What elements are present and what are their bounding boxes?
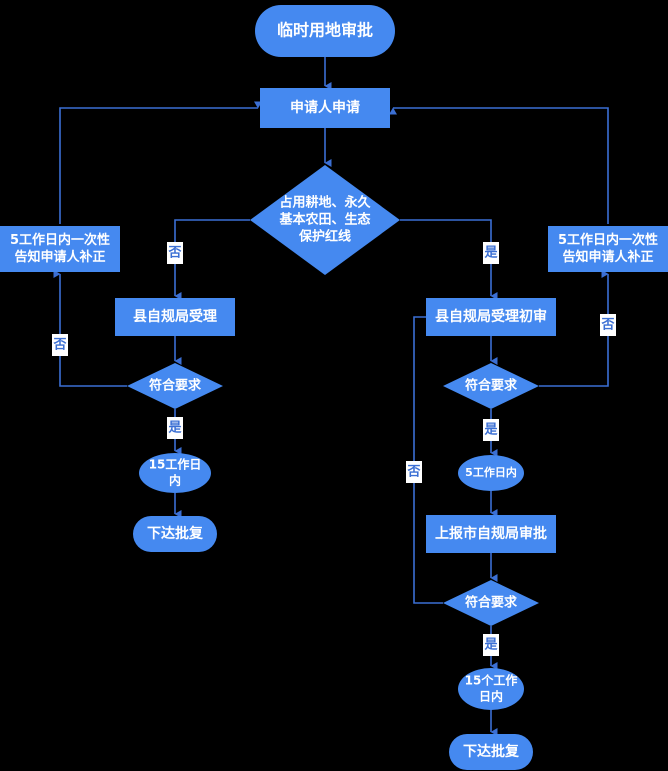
node-shape-reply_l	[133, 516, 217, 552]
node-shape-check_l	[127, 363, 223, 409]
node-accept_r[interactable]: 县自规局受理初审	[426, 298, 556, 336]
node-apply[interactable]: 申请人申请	[260, 88, 390, 128]
node-label-apply: 申请人申请	[290, 99, 360, 116]
edge-label-check_city-to-days15_r: 是	[483, 634, 499, 656]
edge-label-text: 否	[600, 318, 614, 333]
edge-left_notify-to-apply	[59, 101, 262, 224]
node-shape-left_notify	[0, 226, 120, 272]
node-label-decide1: 保护红线	[298, 229, 351, 245]
node-check_city[interactable]: 符合要求	[443, 580, 539, 626]
edge-label-decide1-to-accept_r: 是	[483, 242, 499, 264]
edge-check_l-to-left_notify	[53, 270, 127, 387]
node-shape-apply	[260, 88, 390, 128]
node-reply_l[interactable]: 下达批复	[133, 516, 217, 552]
node-label-left_notify: 告知申请人补正	[14, 249, 105, 265]
edge-decide1-to-accept_l	[174, 219, 250, 300]
node-shape-report_city	[426, 515, 556, 553]
edge-decide1-to-accept_r	[400, 219, 498, 300]
edge-label-chip	[167, 242, 183, 264]
edge-check_r-to-right_notify	[539, 270, 609, 387]
edge-label-text: 是	[483, 423, 498, 438]
edge-label-chip	[483, 634, 499, 656]
node-label-accept_l: 县自规局受理	[133, 308, 217, 325]
edge-label-check_l-to-days15_l: 是	[167, 417, 183, 439]
edge-label-decide1-to-accept_l: 否	[167, 242, 183, 264]
node-label-report_city: 上报市自规局审批	[435, 525, 547, 542]
edge-label-text: 是	[167, 421, 182, 436]
node-shape-days15_l	[139, 453, 211, 493]
node-shape-accept_l	[115, 298, 235, 336]
node-days5_r[interactable]: 5工作日内	[458, 455, 524, 491]
node-shape-start	[255, 5, 395, 57]
node-label-start: 临时用地审批	[277, 21, 373, 40]
edge-label-chip	[600, 314, 616, 336]
edge-label-text: 是	[483, 246, 498, 261]
node-label-reply_l: 下达批复	[147, 525, 204, 542]
node-label-days5_r: 5工作日内	[465, 465, 517, 479]
node-label-right_notify: 5工作日内一次性	[558, 232, 658, 248]
node-shape-days5_r	[458, 455, 524, 491]
edge-check_city-to-accept_r	[413, 310, 443, 604]
node-shape-decide1	[250, 165, 400, 275]
node-label-check_r: 符合要求	[465, 378, 518, 394]
edge-label-check_r-to-right_notify: 否	[600, 314, 616, 336]
node-label-days15_l: 内	[169, 473, 181, 488]
edge-label-chip	[406, 461, 422, 483]
edge-labels-layer: 否是否否是是否是	[52, 242, 616, 656]
node-shape-days15_r	[458, 668, 524, 710]
node-label-right_notify: 告知申请人补正	[562, 249, 653, 265]
node-check_l[interactable]: 符合要求	[127, 363, 223, 409]
node-shape-accept_r	[426, 298, 556, 336]
node-shape-check_city	[443, 580, 539, 626]
node-accept_l[interactable]: 县自规局受理	[115, 298, 235, 336]
node-start[interactable]: 临时用地审批	[255, 5, 395, 57]
node-label-days15_l: 15工作日	[149, 457, 202, 472]
edges-layer	[53, 57, 609, 736]
edge-label-text: 否	[52, 338, 66, 353]
edge-label-chip	[483, 419, 499, 441]
edge-label-chip	[52, 334, 68, 356]
edge-label-check_r-to-days5_r: 是	[483, 419, 499, 441]
node-label-decide1: 基本农田、生态	[278, 212, 370, 228]
node-label-check_city: 符合要求	[465, 595, 518, 611]
node-label-decide1: 占用耕地、永久	[279, 195, 371, 211]
node-reply_r[interactable]: 下达批复	[449, 734, 533, 770]
node-report_city[interactable]: 上报市自规局审批	[426, 515, 556, 553]
node-label-reply_r: 下达批复	[463, 743, 520, 760]
edge-right_notify-to-apply	[389, 107, 609, 224]
edge-label-check_city-to-accept_r: 否	[406, 461, 422, 483]
edge-label-text: 是	[483, 638, 498, 653]
node-shape-right_notify	[548, 226, 668, 272]
edge-label-check_l-to-left_notify: 否	[52, 334, 68, 356]
node-shape-reply_r	[449, 734, 533, 770]
node-check_r[interactable]: 符合要求	[443, 363, 539, 409]
edge-label-chip	[483, 242, 499, 264]
node-label-days15_r: 15个工作	[465, 673, 518, 688]
edge-label-chip	[167, 417, 183, 439]
node-label-left_notify: 5工作日内一次性	[10, 232, 110, 248]
node-label-days15_r: 日内	[479, 689, 503, 704]
node-label-accept_r: 县自规局受理初审	[435, 308, 547, 325]
node-label-check_l: 符合要求	[149, 378, 202, 394]
node-shape-check_r	[443, 363, 539, 409]
edge-label-text: 否	[406, 465, 420, 480]
edge-label-text: 否	[167, 246, 181, 261]
nodes-layer: 临时用地审批申请人申请占用耕地、永久基本农田、生态保护红线5工作日内一次性告知申…	[0, 5, 668, 770]
